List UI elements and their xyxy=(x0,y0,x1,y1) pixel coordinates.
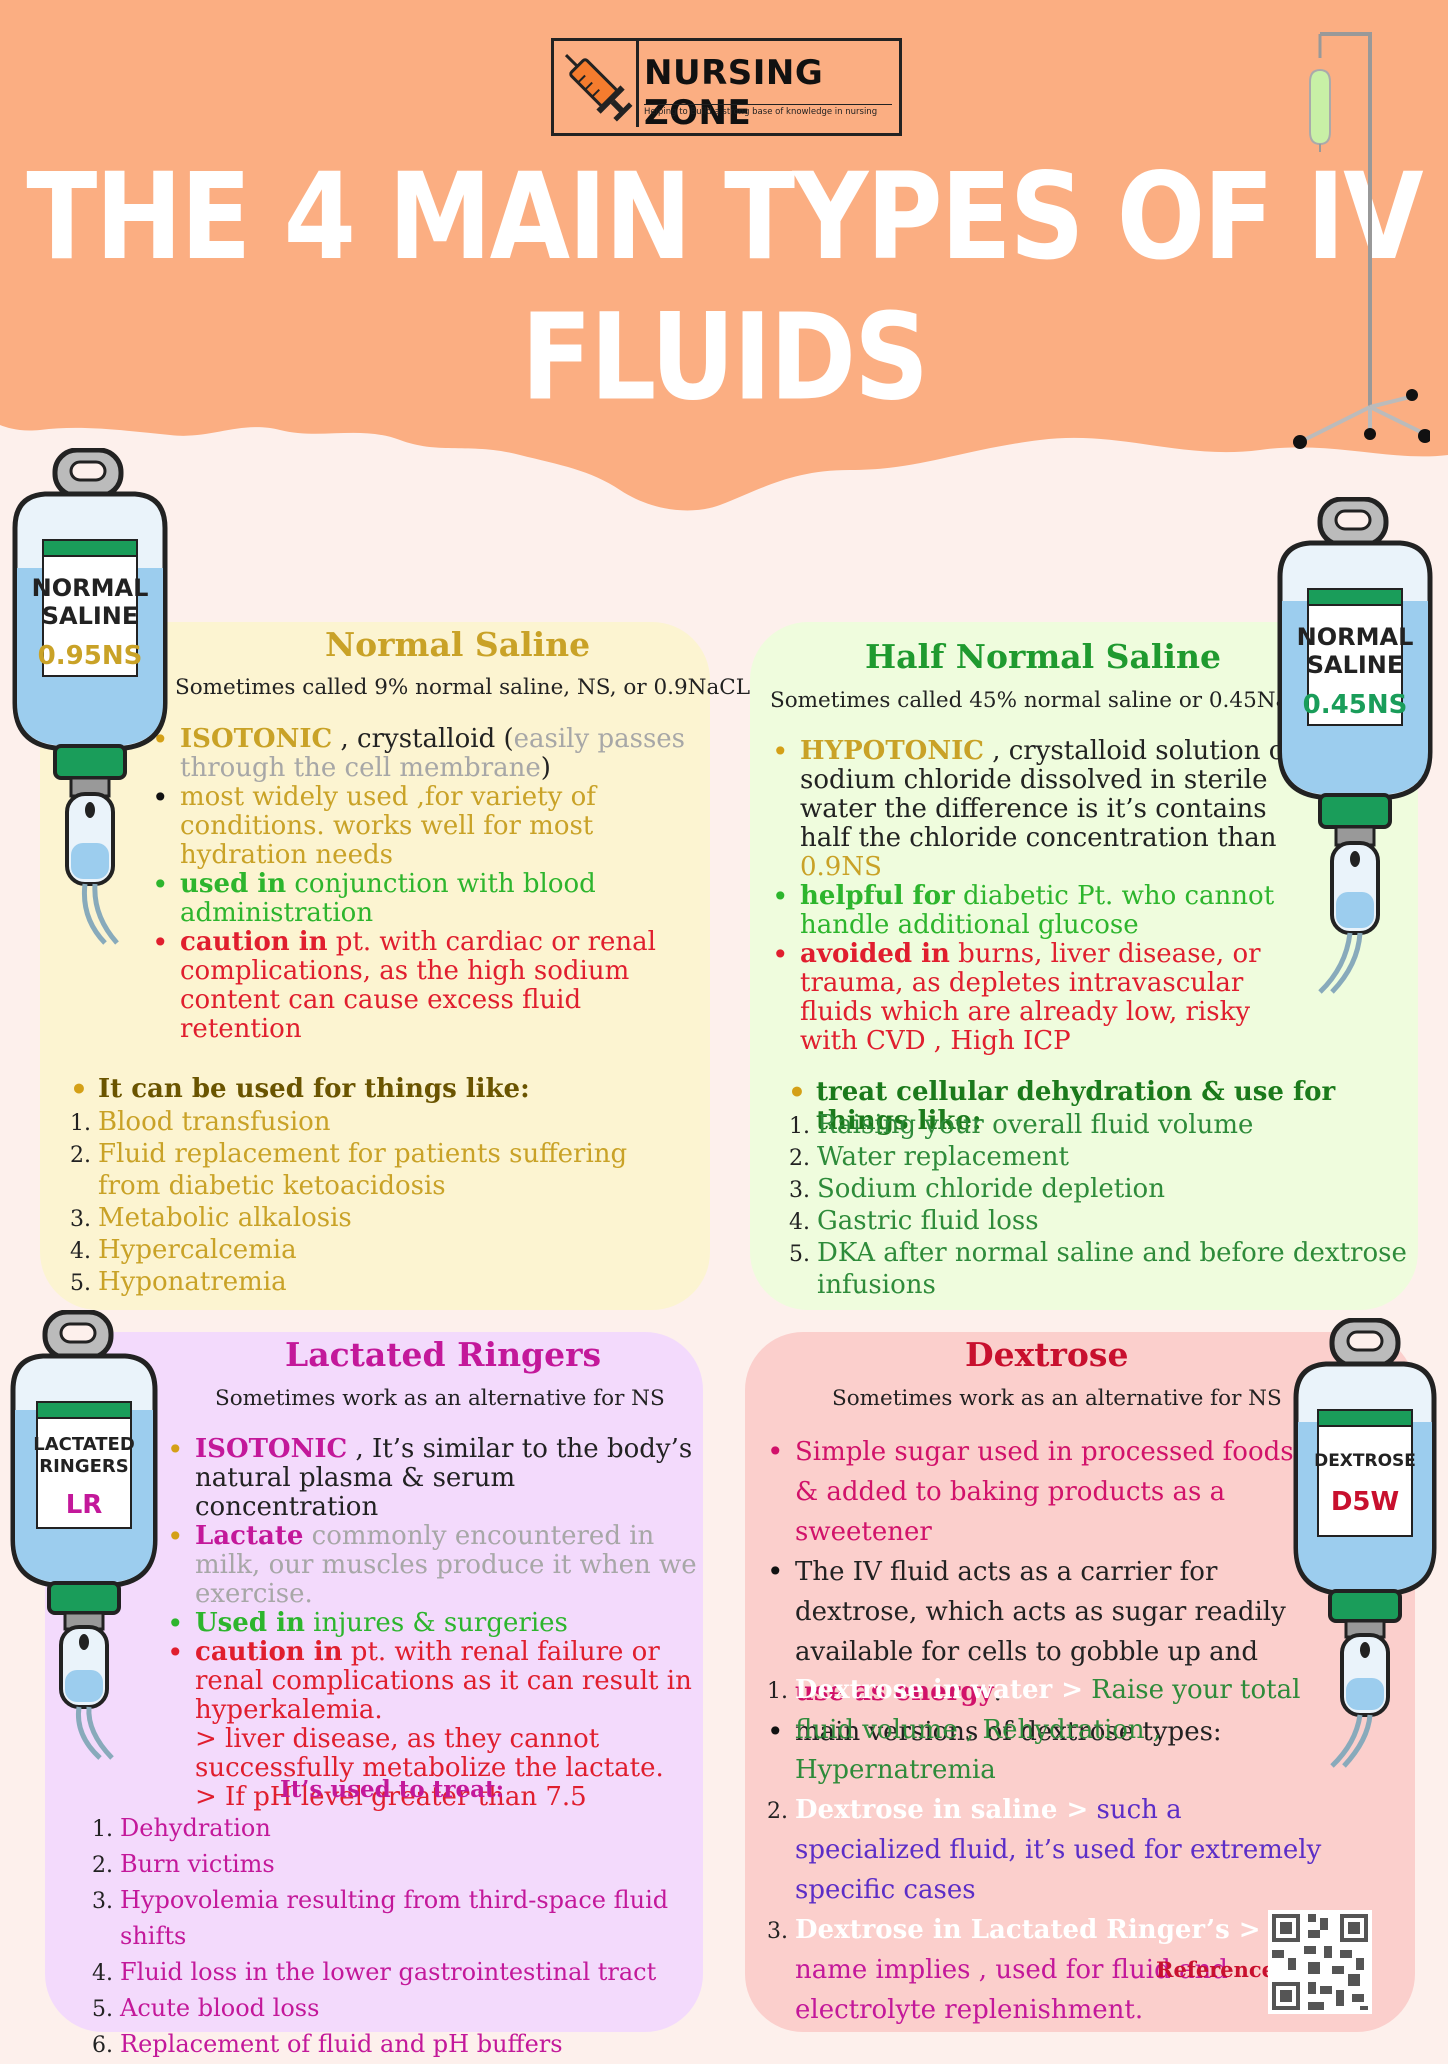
half-normal-saline-bag-icon: NORMAL SALINE 0.45NS xyxy=(1270,497,1440,997)
half-normal-saline-uses-list: Raising your overall fluid volume Water … xyxy=(787,1109,1407,1301)
list-item: most widely used ,for variety of conditi… xyxy=(150,783,710,870)
header-banner: NURSING ZONE Helping to Build a strong b… xyxy=(0,0,1448,560)
list-item: The IV fluid acts as a carrier for dextr… xyxy=(765,1552,1295,1712)
dextrose-bullets: Simple sugar used in processed foods & a… xyxy=(765,1432,1295,1752)
lactated-ringers-bullets: ISOTONIC , It’s similar to the body’s na… xyxy=(165,1435,705,1812)
svg-text:SALINE: SALINE xyxy=(1307,651,1404,679)
dextrose-types-list: Dextrose in water > Raise your total flu… xyxy=(765,1670,1325,2030)
list-item: Sodium chloride depletion xyxy=(817,1173,1407,1205)
list-item: Acute blood loss xyxy=(120,1990,720,2026)
normal-saline-uses-heading: It can be used for things like: xyxy=(68,1075,668,1105)
lactated-ringers-bag-icon: LACTATED RINGERS LR xyxy=(5,1310,175,1760)
svg-text:NORMAL: NORMAL xyxy=(32,574,149,602)
normal-saline-bag-icon: NORMAL SALINE 0.95NS xyxy=(5,448,175,948)
svg-text:D5W: D5W xyxy=(1331,1487,1399,1517)
list-item: Water replacement xyxy=(817,1141,1407,1173)
list-item: Burn victims xyxy=(120,1846,720,1882)
dextrose-subtitle: Sometimes work as an alternative for NS xyxy=(832,1386,1282,1411)
svg-text:NORMAL: NORMAL xyxy=(1297,623,1414,651)
list-item: Dextrose in Lactated Ringer’s > name imp… xyxy=(795,1910,1325,2030)
list-item: main versions of dextrose types: xyxy=(765,1712,1295,1752)
page-title: THE 4 MAIN TYPES OF IV FLUIDS xyxy=(26,146,1423,428)
list-item: used in conjunction with blood administr… xyxy=(150,870,710,928)
list-item: Used in injures & surgeries xyxy=(165,1609,705,1639)
iv-stand-icon xyxy=(1293,32,1430,449)
lactated-ringers-title: Lactated Ringers xyxy=(285,1335,602,1374)
half-normal-saline-bullets: HYPOTONIC , crystalloid solution of sodi… xyxy=(770,737,1315,1056)
list-item: DKA after normal saline and before dextr… xyxy=(817,1237,1407,1301)
svg-text:DEXTROSE: DEXTROSE xyxy=(1314,1451,1416,1471)
list-item: treat cellular dehydration & use for thi… xyxy=(786,1078,1416,1136)
dextrose-bag-icon: DEXTROSE D5W xyxy=(1290,1318,1440,1768)
svg-text:0.95NS: 0.95NS xyxy=(38,641,143,671)
syringe-icon xyxy=(554,41,639,127)
list-item: Dehydration xyxy=(120,1810,720,1846)
qr-code-icon[interactable] xyxy=(1268,1910,1372,2014)
normal-saline-uses-list: Blood transfusion Fluid replacement for … xyxy=(68,1106,658,1298)
logo: NURSING ZONE Helping to Build a strong b… xyxy=(551,38,902,136)
list-item: Fluid loss in the lower gastrointestinal… xyxy=(120,1954,720,1990)
normal-saline-bullets: ISOTONIC , crystalloid (easily passes th… xyxy=(150,725,710,1044)
dextrose-title: Dextrose xyxy=(965,1335,1129,1374)
lactated-ringers-subtitle: Sometimes work as an alternative for NS xyxy=(215,1386,665,1411)
list-item: Simple sugar used in processed foods & a… xyxy=(765,1432,1295,1552)
normal-saline-title: Normal Saline xyxy=(325,625,591,664)
header-wave-shape xyxy=(0,0,1448,511)
half-normal-saline-title: Half Normal Saline xyxy=(865,637,1221,676)
list-item: Lactate commonly encountered in milk, ou… xyxy=(165,1522,705,1609)
reference-label: Reference xyxy=(1156,1957,1276,1982)
logo-tagline: Helping to Build a strong base of knowle… xyxy=(644,104,892,117)
logo-name: NURSING ZONE xyxy=(644,53,824,133)
list-item: Gastric fluid loss xyxy=(817,1205,1407,1237)
list-item: Hypovolemia resulting from third-space f… xyxy=(120,1882,720,1954)
lactated-ringers-uses-heading: It’s used to treat: xyxy=(280,1776,505,1803)
list-item: Replacement of fluid and pH buffers xyxy=(120,2026,720,2062)
list-item: Metabolic alkalosis xyxy=(98,1202,658,1234)
list-item: Raising your overall fluid volume xyxy=(817,1109,1407,1141)
half-normal-saline-subtitle: Sometimes called 45% normal saline or 0.… xyxy=(770,688,1319,713)
svg-text:LR: LR xyxy=(66,1490,103,1520)
list-item: Blood transfusion xyxy=(98,1106,658,1138)
list-item: caution in pt. with renal failure or ren… xyxy=(165,1638,705,1812)
normal-saline-subtitle: Sometimes called 9% normal saline, NS, o… xyxy=(175,675,757,700)
lactated-ringers-uses-list: Dehydration Burn victims Hypovolemia res… xyxy=(90,1810,720,2062)
svg-text:RINGERS: RINGERS xyxy=(39,1456,129,1477)
half-normal-saline-uses-heading: treat cellular dehydration & use for thi… xyxy=(786,1078,1416,1136)
list-item: It can be used for things like: xyxy=(68,1075,668,1105)
list-item: helpful for diabetic Pt. who cannot hand… xyxy=(770,882,1315,940)
list-item: ISOTONIC , crystalloid (easily passes th… xyxy=(150,725,710,783)
svg-text:LACTATED: LACTATED xyxy=(33,1434,135,1455)
svg-text:0.45NS: 0.45NS xyxy=(1303,690,1408,720)
list-item: Dextrose in water > Raise your total flu… xyxy=(795,1670,1325,1790)
list-item: avoided in burns, liver disease, or trau… xyxy=(770,940,1315,1056)
list-item: Hyponatremia xyxy=(98,1266,658,1298)
list-item: ISOTONIC , It’s similar to the body’s na… xyxy=(165,1435,705,1522)
list-item: Fluid replacement for patients suffering… xyxy=(98,1138,658,1202)
svg-text:SALINE: SALINE xyxy=(42,602,139,630)
list-item: HYPOTONIC , crystalloid solution of sodi… xyxy=(770,737,1315,882)
list-item: Dextrose in saline > such a specialized … xyxy=(795,1790,1325,1910)
list-item: Hypercalcemia xyxy=(98,1234,658,1266)
list-item: caution in pt. with cardiac or renal com… xyxy=(150,928,710,1044)
